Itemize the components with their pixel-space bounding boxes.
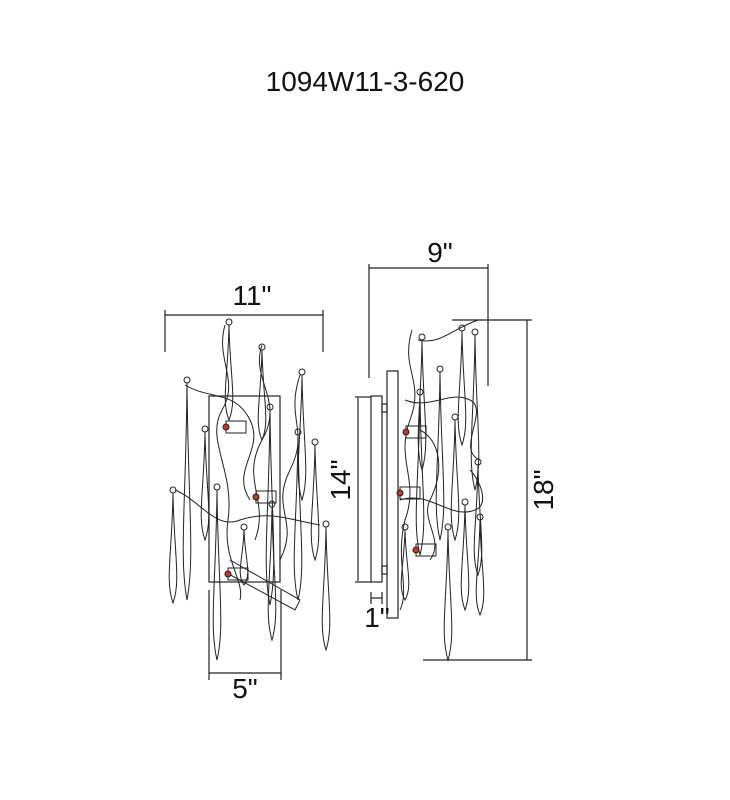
height-dimension-line: [423, 319, 532, 661]
crystal-drop: [473, 464, 483, 577]
drop-hook: [240, 523, 248, 531]
drop-hook: [476, 513, 484, 521]
crystal-drop: [321, 526, 331, 652]
crystal-drop: [265, 409, 275, 606]
side-backplate: [370, 395, 383, 583]
crystal-drop: [212, 489, 222, 661]
backplate-depth-label: 1": [364, 602, 390, 633]
crystal-drop: [293, 434, 303, 601]
width-label: 11": [232, 280, 271, 311]
bulb-icon: [222, 423, 230, 431]
drop-hook: [258, 343, 266, 351]
crystal-drop: [168, 492, 178, 605]
crystal-drop: [417, 339, 427, 472]
product-model-title: 1094W11-3-620: [265, 66, 465, 97]
crystal-drop: [310, 444, 320, 562]
drop-hook: [474, 458, 482, 466]
drop-hook: [444, 523, 452, 531]
height-label: 18": [528, 469, 559, 510]
branch-arm: [216, 324, 242, 601]
bulb-icon: [224, 570, 232, 578]
crystal-drop: [460, 504, 470, 612]
branch-arm: [399, 329, 416, 611]
drop-hook: [225, 318, 233, 326]
crystal-drop: [475, 519, 485, 617]
crystal-drop: [450, 419, 460, 542]
bulb-icon: [252, 493, 260, 501]
crystal-drop: [443, 529, 453, 662]
branch-arm: [174, 489, 321, 526]
drop-hook: [401, 523, 409, 531]
branch-arm: [419, 429, 440, 561]
crystal-drop: [200, 431, 210, 542]
drop-hook: [213, 483, 221, 491]
branch-arm: [404, 396, 481, 461]
bulb-icon: [396, 489, 404, 497]
drop-hook: [418, 333, 426, 341]
branch-arm: [184, 384, 255, 501]
drop-hook: [298, 368, 306, 376]
drop-hook: [471, 328, 479, 336]
branch-arm: [417, 319, 479, 342]
side-mount-bar: [386, 370, 399, 619]
backplate-depth-dimension-line: [370, 592, 383, 604]
branch-arm: [279, 374, 301, 561]
drop-hook: [183, 376, 191, 384]
crystal-drop: [224, 324, 234, 422]
drop-hook: [322, 520, 330, 528]
bulb-icon: [402, 428, 410, 436]
backplate-width-dimension-line: [208, 590, 282, 680]
crystal-drop: [297, 374, 307, 502]
drop-hook: [436, 365, 444, 373]
crystal-drop: [400, 529, 410, 602]
drop-hook: [451, 413, 459, 421]
branch-arm: [224, 559, 301, 611]
fixture-illustration: [168, 318, 485, 662]
depth-label: 9": [427, 237, 453, 268]
crystal-drop: [435, 371, 445, 541]
crystal-drop: [415, 394, 425, 556]
width-dimension-line: [164, 310, 324, 352]
front-backplate: [208, 395, 281, 583]
backplate-height-label: 14": [325, 459, 356, 500]
drop-hook: [201, 425, 209, 433]
bulb-icon: [412, 546, 420, 554]
drop-hook: [461, 498, 469, 506]
crystal-drop: [457, 330, 467, 447]
branch-arm: [253, 344, 271, 541]
drop-hook: [458, 324, 466, 332]
backplate-height-dimension-line: [355, 396, 371, 583]
crystal-drop: [267, 506, 277, 642]
crystal-drop: [182, 382, 192, 601]
crystal-drop: [239, 529, 249, 586]
depth-dimension-line: [368, 264, 489, 386]
backplate-width-label: 5": [232, 673, 258, 704]
branch-arm: [399, 469, 484, 513]
drop-hook: [311, 438, 319, 446]
